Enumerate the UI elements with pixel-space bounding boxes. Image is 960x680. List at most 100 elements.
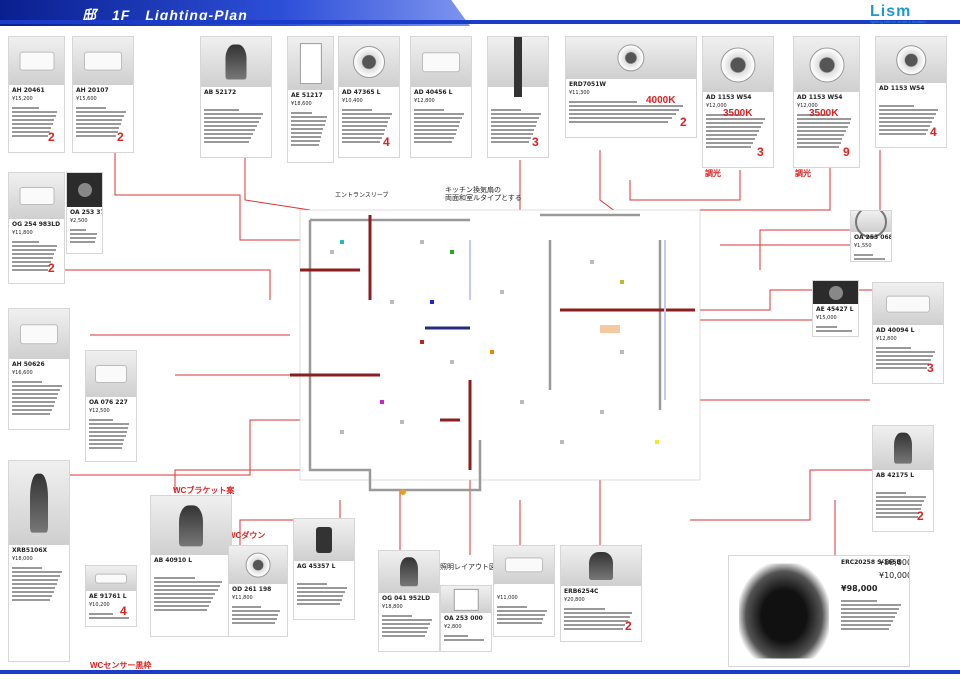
brand-logo: Lism	[870, 3, 912, 20]
color-temperature: 3500K	[723, 108, 753, 119]
product-card[interactable]: AB 40910 L	[150, 495, 232, 637]
leader-line	[39, 255, 271, 300]
fixture-image	[894, 432, 912, 464]
fixture-image	[855, 211, 887, 238]
fixture-image	[886, 295, 930, 313]
quantity-label: 2	[117, 130, 124, 144]
product-code: AG 45357 L	[297, 563, 336, 570]
spec-text-lines	[491, 107, 545, 145]
product-card[interactable]: OA 253 377¥2,500	[66, 172, 103, 254]
spec-text-lines	[12, 565, 66, 603]
fixture-image	[617, 44, 645, 72]
spec-text-lines	[291, 110, 330, 148]
product-card[interactable]: OA 253 068 ¥1,550	[850, 210, 892, 262]
product-code: AD 40456 L	[414, 89, 453, 96]
product-price: ¥11,300	[569, 90, 590, 96]
spec-text-lines	[564, 606, 638, 632]
leader-line	[690, 469, 890, 521]
product-card[interactable]: AB 52172	[200, 36, 272, 158]
product-card[interactable]: 3	[487, 36, 549, 158]
product-photo	[67, 173, 102, 207]
spec-text-lines	[89, 611, 133, 621]
spec-text-lines	[444, 633, 488, 643]
product-price: ¥12,500	[89, 408, 110, 414]
product-card[interactable]: OD 261 198 ¥11,800	[228, 545, 288, 637]
leader-line	[700, 165, 831, 211]
product-card[interactable]: ¥11,000	[493, 545, 555, 637]
page-title: 邸 1F Lighting-Plan	[82, 7, 248, 23]
product-card[interactable]: ERC20258 S-165B¥98,000¥88,000¥10,000	[728, 555, 910, 667]
spec-text-lines	[232, 604, 284, 626]
quantity-label: 4	[120, 604, 127, 618]
spec-text-lines	[569, 99, 693, 125]
product-code: AH 20107	[76, 87, 109, 94]
leader-line	[114, 150, 300, 241]
product-price: ¥12,000	[706, 103, 727, 109]
product-code: AB 52172	[204, 89, 237, 96]
spec-text-lines	[342, 107, 396, 145]
product-code: OA 253 377	[70, 209, 102, 216]
product-price: ¥12,800	[876, 336, 897, 342]
product-card[interactable]: AD 40456 L¥12,800	[410, 36, 472, 158]
product-card[interactable]: OG 041 952LD¥18,800	[378, 550, 440, 652]
product-card[interactable]: OA 253 000¥2,800	[440, 585, 492, 652]
product-card[interactable]: XRB5106X¥18,000	[8, 460, 70, 662]
quantity-label: 2	[625, 619, 632, 633]
fixture-image	[30, 473, 48, 533]
product-card[interactable]: AE 45427 L¥15,000	[812, 280, 859, 337]
product-card[interactable]: AG 45357 L	[293, 518, 355, 620]
product-card[interactable]: AE 51217¥18,600	[287, 36, 334, 163]
product-code: XRB5106X	[12, 547, 48, 554]
spec-text-lines	[70, 227, 99, 245]
product-photo	[9, 461, 69, 545]
product-price: ¥18,800	[382, 604, 403, 610]
product-code: AD 40094 L	[876, 327, 915, 334]
product-card[interactable]: AD 40094 L ¥12,800 3	[872, 282, 944, 384]
fixture-image	[739, 563, 829, 659]
product-code: OD 261 198	[232, 586, 272, 593]
spec-text-lines	[497, 604, 551, 626]
product-card[interactable]: AH 50626¥16,600	[8, 308, 70, 430]
product-photo	[411, 37, 471, 87]
wc-bracket-label: WCブラケット案	[173, 486, 235, 495]
fixture-image	[828, 285, 843, 300]
spec-text-lines	[854, 252, 888, 261]
spec-text-lines	[89, 417, 133, 451]
product-price: ¥1,550	[854, 243, 872, 249]
layout-note: 照明レイアウト図	[440, 563, 496, 571]
product-price: ¥12,000	[797, 103, 818, 109]
quantity-label: 3	[532, 135, 539, 149]
spec-text-lines	[154, 575, 228, 613]
product-price: ¥18,600	[291, 101, 312, 107]
spec-text-lines	[879, 103, 943, 137]
product-card[interactable]: OA 076 227¥12,500	[85, 350, 137, 462]
product-photo	[9, 173, 64, 219]
product-code: AH 50626	[12, 361, 45, 368]
quantity-label: 3	[927, 361, 934, 375]
product-price: ¥11,800	[232, 595, 253, 601]
product-photo	[873, 426, 933, 470]
quantity-label: 2	[680, 115, 687, 129]
fixture-image	[453, 588, 479, 611]
fixture-image	[84, 51, 122, 71]
spec-text-lines	[76, 105, 130, 139]
product-code: ERD7051W	[569, 81, 607, 88]
product-code: OA 253 068	[854, 234, 892, 241]
product-photo	[729, 556, 839, 666]
spec-text-lines	[816, 324, 855, 334]
product-photo	[794, 37, 859, 92]
fixture-image	[19, 186, 54, 206]
spec-text-lines	[12, 239, 61, 273]
fixture-image	[19, 51, 54, 71]
